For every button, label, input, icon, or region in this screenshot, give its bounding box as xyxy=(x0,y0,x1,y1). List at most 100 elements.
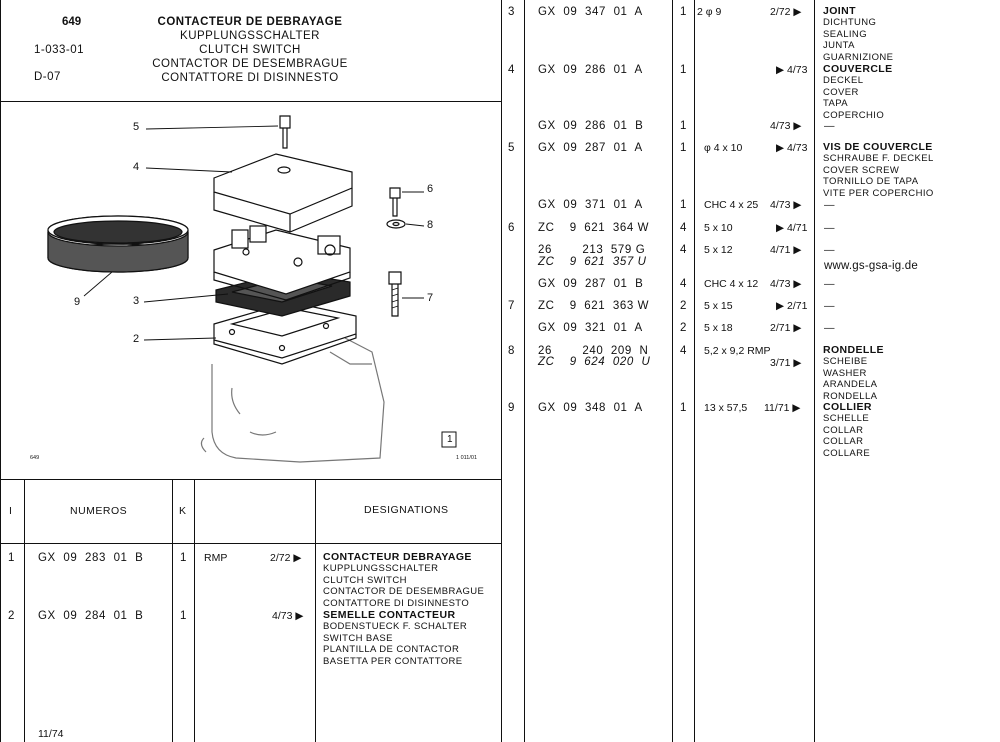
row-index: 7 xyxy=(508,300,515,312)
note: RMP xyxy=(204,552,228,564)
col-header-numeros: NUMEROS xyxy=(70,505,128,517)
designation-dash: — xyxy=(824,278,835,290)
designation-en: COVER SCREW xyxy=(823,164,900,176)
screw-7 xyxy=(388,271,402,317)
designation-en: COVER xyxy=(823,86,859,98)
callout-6: 6 xyxy=(427,183,434,195)
callout-5: 5 xyxy=(133,121,140,133)
designation-fr: RONDELLE xyxy=(823,344,884,356)
designation-de: BODENSTUECK F. SCHALTER xyxy=(323,621,468,633)
designation-es: JUNTA xyxy=(823,40,855,52)
watermark-url: www.gs-gsa-ig.de xyxy=(824,260,918,272)
designation-dash: — xyxy=(824,222,835,234)
date: ▶ 2/71 xyxy=(776,300,808,312)
note: 5,2 x 9,2 RMP xyxy=(704,345,771,357)
designation-block: CONTACTEUR DEBRAYAGE KUPPLUNGSSCHALTER C… xyxy=(323,551,485,609)
figure-bottom-rule xyxy=(0,479,502,480)
footer-date: 11/74 xyxy=(38,728,64,740)
callout-2: 2 xyxy=(133,333,140,345)
right-col-i-divider xyxy=(524,0,525,742)
designation-block: JOINT DICHTUNG SEALING JUNTA GUARNIZIONE xyxy=(823,5,893,63)
row-index: 3 xyxy=(508,6,515,18)
note: φ 4 x 10 xyxy=(704,142,743,154)
part-number: 26 240 209 N xyxy=(538,345,649,357)
part-number-alt: ZC 9 621 357 U xyxy=(538,256,647,268)
part-number: GX 09 287 01 B xyxy=(538,278,644,290)
header-bottom-rule xyxy=(0,101,502,102)
cover-top xyxy=(213,153,353,215)
part-number: GX 09 371 01 A xyxy=(538,199,643,211)
note: CHC 4 x 25 xyxy=(704,199,759,211)
note: 5 x 18 xyxy=(704,322,733,334)
part-number: ZC 9 621 363 W xyxy=(538,300,650,312)
designation-es: TAPA xyxy=(823,98,849,110)
callout-7: 7 xyxy=(427,292,434,304)
designation-de: KUPPLUNGSSCHALTER xyxy=(323,563,439,575)
designation-es: TORNILLO DE TAPA xyxy=(823,176,919,188)
date: 2/71 ▶ xyxy=(770,322,802,334)
part-number: GX 09 321 01 A xyxy=(538,322,643,334)
left-col-note-divider xyxy=(315,479,316,742)
title-de: KUPPLUNGSSCHALTER xyxy=(180,30,320,42)
column-header-bottom-rule xyxy=(0,543,502,544)
designation-en: SWITCH BASE xyxy=(323,632,393,644)
header-titles: CONTACTEUR DE DEBRAYAGE KUPPLUNGSSCHALTE… xyxy=(140,15,360,85)
quantity: 1 xyxy=(680,142,687,154)
designation-dash: — xyxy=(824,322,835,334)
quantity: 1 xyxy=(680,199,687,211)
part-number-alt: ZC 9 624 020 U xyxy=(538,356,651,368)
row-index: 6 xyxy=(508,222,515,234)
date: 2/72 ▶ xyxy=(270,552,302,564)
title-en: CLUTCH SWITCH xyxy=(199,44,301,56)
designation-en: WASHER xyxy=(823,367,867,379)
quantity: 1 xyxy=(680,6,687,18)
date: 4/71 ▶ xyxy=(770,244,802,256)
quantity: 2 xyxy=(680,300,687,312)
callout-9: 9 xyxy=(74,296,81,308)
date: 3/71 ▶ xyxy=(770,357,802,369)
housing-outline xyxy=(211,337,385,463)
part-number: GX 09 284 01 B xyxy=(38,610,144,622)
figure-box-label: 1 xyxy=(447,434,453,445)
date: ▶ 4/71 xyxy=(776,222,808,234)
part-number: GX 09 286 01 B xyxy=(538,120,644,132)
title-it: CONTATTORE DI DISINNESTO xyxy=(161,72,339,84)
row-index: 2 xyxy=(8,610,15,622)
designation-it: COPERCHIO xyxy=(823,109,885,121)
quantity: 4 xyxy=(680,222,687,234)
col-header-k: K xyxy=(179,505,187,517)
designation-fr: SEMELLE CONTACTEUR xyxy=(323,609,456,621)
designation-it: CONTATTORE DI DISINNESTO xyxy=(323,597,470,609)
note: 2 φ 9 xyxy=(697,6,722,18)
row-index: 8 xyxy=(508,345,515,357)
date: 4/73 ▶ xyxy=(770,278,802,290)
designation-block: COLLIER SCHELLE COLLAR COLLAR COLLARE xyxy=(823,401,872,459)
designation-dash: — xyxy=(824,244,835,256)
part-number: GX 09 286 01 A xyxy=(538,64,643,76)
part-number: GX 09 347 01 A xyxy=(538,6,643,18)
designation-it: VITE PER COPERCHIO xyxy=(823,187,934,199)
part-number: GX 09 283 01 B xyxy=(38,552,144,564)
callout-8: 8 xyxy=(427,219,434,231)
quantity: 1 xyxy=(180,610,187,622)
note: 5 x 15 xyxy=(704,300,733,312)
quantity: 4 xyxy=(680,345,687,357)
callout-4: 4 xyxy=(133,161,140,173)
designation-fr: CONTACTEUR DEBRAYAGE xyxy=(323,551,472,563)
quantity: 1 xyxy=(180,552,187,564)
designation-de: SCHEIBE xyxy=(823,356,868,368)
part-number: GX 09 348 01 A xyxy=(538,402,643,414)
figure-small-left: 649 xyxy=(30,455,40,461)
designation-de: SCHRAUBE F. DECKEL xyxy=(823,153,934,165)
row-index: 4 xyxy=(508,64,515,76)
designation-fr: COLLIER xyxy=(823,401,872,413)
callout-3: 3 xyxy=(133,295,140,307)
quantity: 1 xyxy=(680,120,687,132)
row-index: 5 xyxy=(508,142,515,154)
date: 4/73 ▶ xyxy=(272,610,304,622)
section-code: D-07 xyxy=(34,71,61,83)
designation-de: DECKEL xyxy=(823,75,864,87)
designation-es: CONTACTOR DE DESEMBRAGUE xyxy=(323,586,485,598)
left-col-i-divider xyxy=(24,479,25,742)
designation-en: CLUTCH SWITCH xyxy=(323,574,407,586)
